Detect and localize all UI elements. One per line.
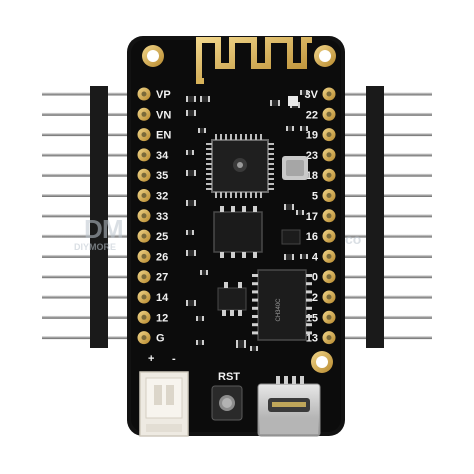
plus-label: + (148, 353, 154, 365)
esp32-chip (206, 134, 274, 198)
pin-label-left-14: 14 (156, 292, 169, 304)
small-chip-right (281, 229, 301, 245)
pin-label-right-2: 2 (312, 292, 318, 304)
pin-label-right-5: 5 (312, 191, 318, 203)
watermark-logo: D M DIYMORE co (74, 214, 361, 252)
left-pin-labels: VP VN EN 34 35 32 33 25 26 27 14 12G (156, 89, 171, 345)
rst-label: RST (218, 371, 240, 383)
pin-label-left-25: 25 (156, 231, 168, 243)
right-pin-labels: 3V 22 19 23 18 5 17 16 4 0 2 15 13 (305, 89, 319, 345)
watermark-text: DIYMORE (74, 242, 116, 252)
regulator-chip (217, 282, 247, 316)
micro-usb-port[interactable] (257, 376, 321, 437)
pin-label-right-16: 16 (306, 231, 318, 243)
pin-label-left-32: 32 (156, 191, 168, 203)
pin-label-left-34: 34 (156, 150, 169, 162)
pin-label-left-vn: VN (156, 109, 171, 121)
svg-text:D: D (84, 214, 103, 244)
pin-label-right-17: 17 (306, 211, 318, 223)
pin-label-right-22: 22 (306, 109, 318, 121)
pin-label-right-4: 4 (312, 251, 319, 263)
mounting-hole-bottom-right (311, 351, 333, 373)
svg-text:M: M (102, 214, 124, 244)
battery-connector (139, 371, 189, 437)
crystal-oscillator (282, 156, 308, 180)
left-header-housing (90, 86, 108, 348)
usb-uart-chip: CH340C (252, 269, 312, 341)
pin-label-left-vp: VP (156, 89, 171, 101)
smd-components (186, 90, 308, 351)
pin-label-left-35: 35 (156, 170, 168, 182)
pin-label-left-12: 12 (156, 312, 168, 324)
right-pin-pads (322, 87, 336, 345)
chip-marking-text: CH340C (276, 298, 282, 322)
pcb-antenna (196, 37, 312, 84)
pin-label-left-en: EN (156, 130, 171, 142)
pin-label-right-18: 18 (306, 170, 318, 182)
mounting-hole-top-right (314, 45, 336, 67)
left-pin-pads (137, 87, 151, 345)
pin-label-right-23: 23 (306, 150, 318, 162)
pin-label-right-19: 19 (306, 130, 318, 142)
pin-label-right-0: 0 (312, 272, 318, 284)
pin-label-right-3v: 3V (305, 89, 319, 101)
pin-label-left-g: G (156, 333, 165, 345)
right-header-housing (366, 86, 384, 348)
pin-label-left-33: 33 (156, 211, 168, 223)
svg-text:co: co (345, 231, 361, 247)
pin-label-left-26: 26 (156, 251, 168, 263)
reset-button[interactable] (211, 385, 243, 421)
pin-label-right-13: 13 (306, 333, 318, 345)
pin-label-right-15: 15 (306, 312, 318, 324)
minus-label: - (172, 353, 176, 365)
pin-label-left-27: 27 (156, 272, 168, 284)
mounting-hole-top-left (142, 45, 164, 67)
flash-chip (213, 206, 263, 258)
